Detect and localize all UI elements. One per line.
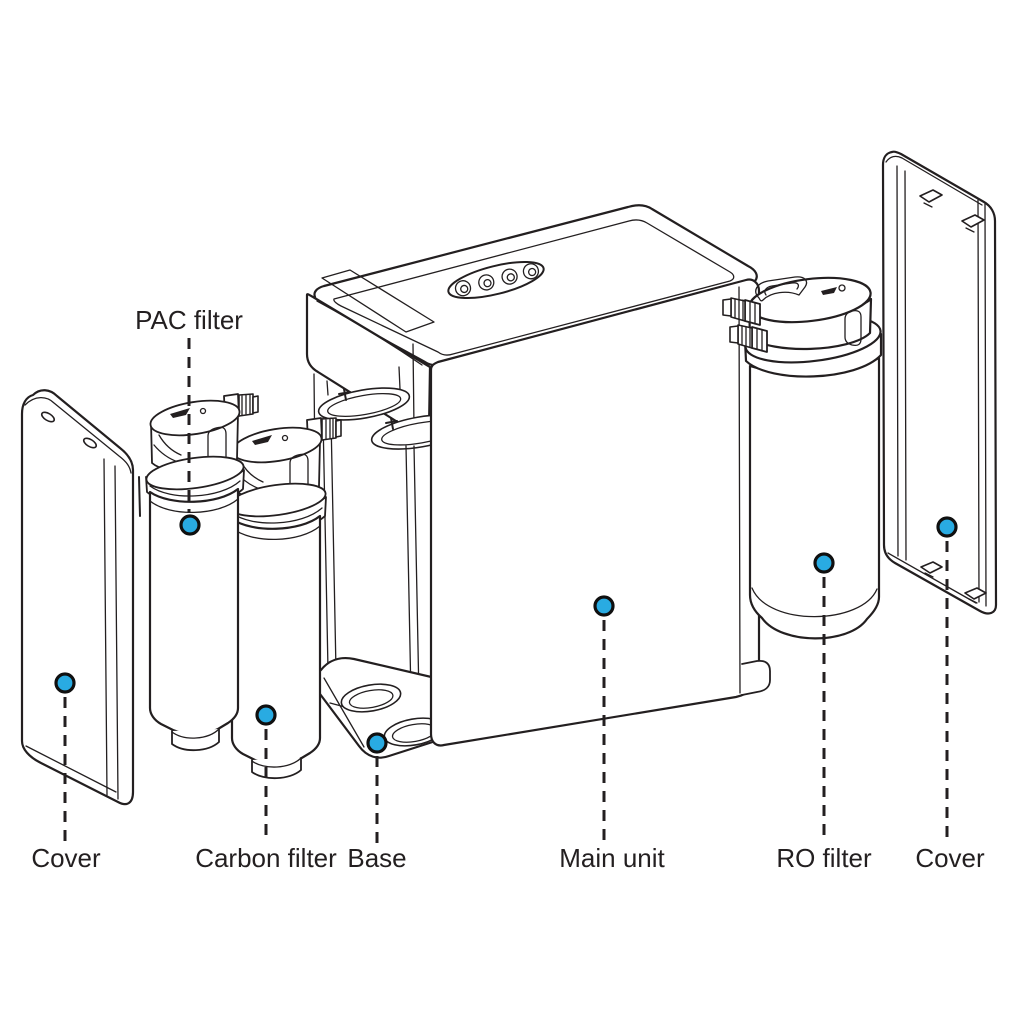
carbon-filter-cap-dot — [281, 434, 289, 442]
ro-filter-cap-logo — [821, 287, 837, 295]
collar-1-screw — [338, 388, 351, 401]
cover-left-detail-lines — [24, 396, 132, 800]
label-carbon-filter: Carbon filter — [195, 843, 337, 873]
button-2 — [478, 274, 495, 291]
cover-right-outline — [881, 150, 998, 615]
socket-1-inner — [348, 689, 394, 709]
button-2-inner — [483, 278, 492, 288]
pac-filter-foot-seam — [171, 728, 220, 739]
carbon-filter-collar-seam — [231, 507, 323, 524]
connector-2-tip — [729, 325, 739, 344]
main-unit-spout-recess — [321, 269, 435, 333]
bracket-arms — [322, 416, 420, 699]
pac-filter-cap-logo — [170, 408, 190, 418]
callout-leaders — [63, 338, 949, 843]
main-unit-foot-flange — [741, 659, 771, 696]
carbon-filter-foot-seam — [251, 757, 302, 768]
main-unit-body — [305, 204, 771, 759]
pac-filter-foot — [171, 728, 220, 752]
callout-dot-base — [366, 732, 388, 754]
pac-filter-collar-seam — [149, 480, 241, 497]
connector-1-thread-lines — [734, 298, 744, 321]
label-ro-filter: RO filter — [776, 843, 872, 873]
cover-right-panel — [881, 150, 998, 615]
pac-filter-collar-top — [145, 455, 245, 491]
carbon-filter-cartridge — [227, 417, 342, 780]
connector-1-tip — [722, 298, 732, 317]
ro-filter-body — [748, 356, 881, 640]
callout-dot-cover-right — [936, 516, 958, 538]
callout-dot-carbon-filter — [255, 704, 277, 726]
carbon-filter-cap-logo — [252, 435, 272, 445]
connector-2-nut-lines — [756, 328, 763, 352]
callout-dots — [54, 514, 958, 754]
connector-1-nut — [744, 299, 761, 326]
button-3-inner — [506, 273, 515, 282]
label-base: Base — [347, 843, 406, 873]
part-labels: PAC filter Cover Carbon filter Base Main… — [31, 305, 985, 873]
collar-2-screw — [385, 417, 398, 430]
connector-1-nut-lines — [749, 301, 756, 325]
main-unit-lid-inset — [333, 219, 735, 356]
cover-right-clip-tabs — [919, 189, 987, 600]
cover-left-clip-2 — [82, 437, 98, 449]
pac-filter-nipple-tip — [252, 395, 259, 414]
button-4-inner — [527, 267, 537, 277]
button-1 — [454, 280, 472, 297]
carbon-filter-nipple-threads — [321, 417, 337, 441]
collar-hanger-lines — [326, 366, 401, 396]
pac-filter-body-seam — [149, 498, 239, 514]
callout-dot-main-unit — [593, 595, 615, 617]
main-unit-front-ledge-details — [316, 300, 423, 429]
label-cover-left: Cover — [31, 843, 101, 873]
filter-mount-collar-1 — [317, 387, 411, 421]
pac-filter-cap-dot — [199, 407, 207, 415]
ro-filter-bottom-seam — [751, 587, 878, 618]
callout-dot-cover-left — [54, 672, 76, 694]
cover-left-panel — [20, 389, 141, 806]
carbon-filter-body — [230, 514, 322, 766]
collar-1-outer-ring — [317, 387, 411, 421]
button-panel-oval — [447, 260, 545, 300]
ro-filter-cartridge — [722, 276, 883, 640]
connector-2-thread-lines — [741, 325, 751, 348]
button-3 — [501, 268, 518, 285]
carbon-filter-nipple-thread-lines — [325, 418, 334, 440]
cover-left-clip-1 — [40, 411, 56, 423]
pac-filter-cartridge — [145, 393, 259, 752]
cover-right-detail-lines — [885, 155, 987, 607]
ro-filter-connector-2 — [729, 324, 768, 353]
pac-filter-nipple-thread-lines — [241, 394, 251, 416]
button-4 — [522, 263, 540, 280]
button-1-inner — [460, 284, 469, 294]
carbon-filter-nipple-tip — [335, 419, 342, 438]
cover-right-clip-shadows — [923, 202, 978, 604]
label-cover-right: Cover — [915, 843, 985, 873]
pac-filter-body — [148, 487, 240, 736]
cover-left-outline — [20, 389, 135, 806]
pac-filter-cap-top — [149, 399, 241, 437]
ro-filter-cap-vent-dot — [838, 284, 846, 292]
base-socket-1 — [340, 683, 402, 713]
label-pac-filter: PAC filter — [135, 305, 243, 335]
cover-left-fold-shadow — [138, 476, 141, 517]
carbon-filter-foot — [251, 757, 302, 780]
callout-dot-pac-filter — [179, 514, 201, 536]
button-panel — [447, 260, 545, 300]
connector-2-nut — [751, 326, 768, 353]
label-main-unit: Main unit — [559, 843, 665, 873]
ro-filter-cap-slot — [844, 309, 862, 347]
collar-1-inner-ring — [327, 392, 402, 417]
ro-filter-connector-1 — [722, 297, 761, 326]
callout-dot-ro-filter — [813, 552, 835, 574]
ro-filter-cap-notch — [755, 276, 808, 302]
main-unit-right-edge-inset — [738, 286, 741, 694]
